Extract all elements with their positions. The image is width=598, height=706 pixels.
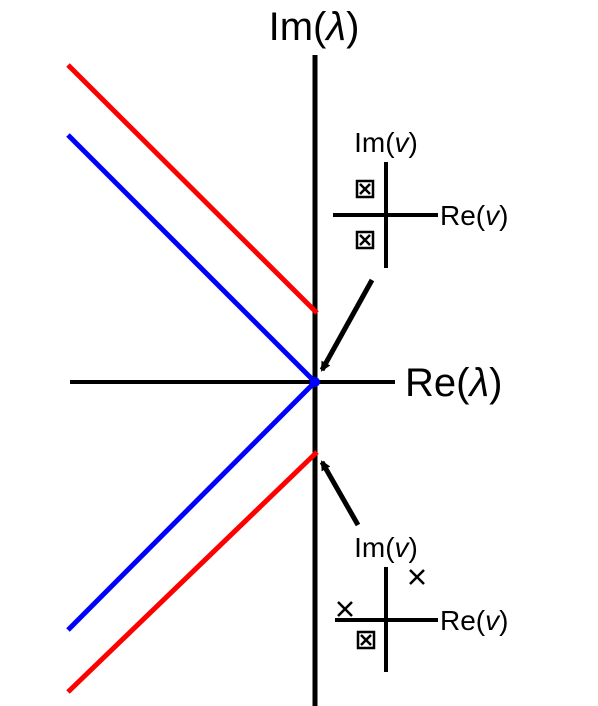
boxed-cross-marker bbox=[355, 179, 375, 199]
cross-marker bbox=[409, 569, 425, 585]
im-lambda-label: Im(λ) bbox=[269, 5, 360, 49]
origin-point bbox=[310, 377, 320, 387]
red-branch-upper bbox=[66, 63, 319, 315]
upper-im-v-label: Im(v) bbox=[354, 127, 418, 158]
lower-im-v-label: Im(v) bbox=[354, 532, 418, 563]
upper-inset: Im(v) Re(v) bbox=[333, 127, 508, 268]
red-branch-lower bbox=[66, 450, 319, 694]
re-lambda-label: Re(λ) bbox=[405, 361, 502, 405]
lower-re-v-label: Re(v) bbox=[440, 605, 508, 636]
blue-branch-lower bbox=[66, 380, 317, 632]
upper-arrow bbox=[319, 278, 375, 372]
boxed-cross-marker bbox=[356, 630, 376, 650]
boxed-cross-marker bbox=[355, 230, 375, 250]
upper-re-v-label: Re(v) bbox=[440, 200, 508, 231]
lower-inset: Im(v) Re(v) bbox=[335, 532, 508, 672]
cross-marker bbox=[337, 601, 353, 617]
lower-arrow bbox=[319, 460, 361, 527]
blue-branch-upper bbox=[66, 133, 317, 384]
